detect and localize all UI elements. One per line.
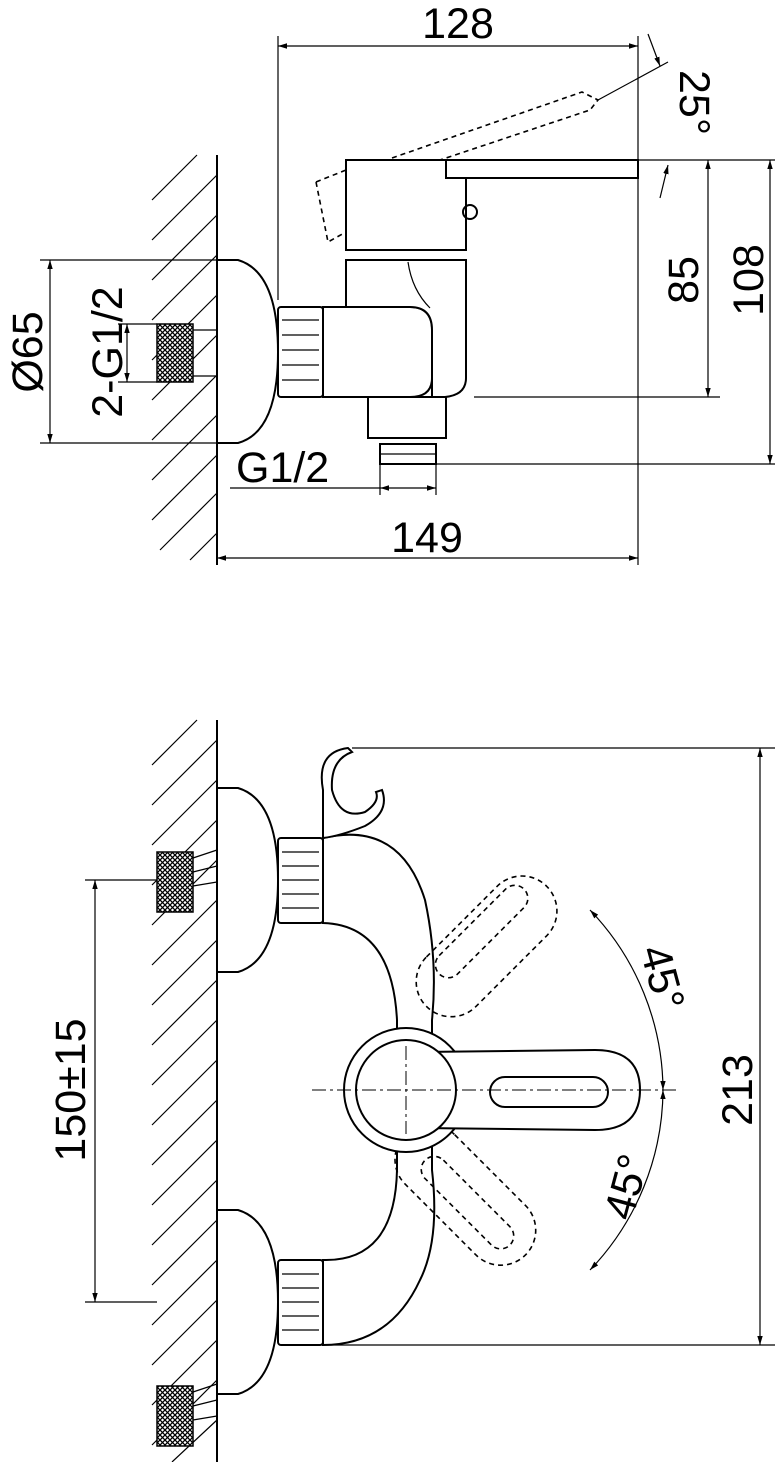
dim-outlet-thread-label: G1/2 bbox=[236, 444, 329, 492]
dim-213-label: 213 bbox=[714, 1054, 762, 1126]
front-view: 150±15 213 45° 45° bbox=[47, 719, 775, 1462]
dim-diameter-65: Ø65 bbox=[4, 259, 238, 444]
side-view: 128 25° 85 108 Ø65 bbox=[4, 0, 775, 565]
mixer-body-front bbox=[322, 833, 436, 1347]
dim-25-deg-label: 25° bbox=[670, 70, 718, 135]
dim-149: 149 bbox=[217, 178, 639, 565]
dim-128-label: 128 bbox=[422, 0, 494, 48]
mixer-body bbox=[322, 306, 433, 398]
dim-inlet-thread-label: 2-G1/2 bbox=[84, 286, 132, 417]
dim-150: 150±15 bbox=[47, 879, 157, 1303]
wall-thread-top bbox=[156, 323, 194, 383]
dim-150-label: 150±15 bbox=[47, 1018, 95, 1161]
lever-rotated-up bbox=[415, 875, 558, 1018]
wall-thread-lower bbox=[156, 1385, 194, 1447]
shower-holder-hook bbox=[320, 746, 385, 840]
dim-149-label: 149 bbox=[391, 514, 463, 562]
wall-flange bbox=[216, 259, 280, 444]
dim-128: 128 bbox=[277, 0, 639, 300]
dim-angle-top-label: 45° bbox=[630, 940, 693, 1015]
flange-upper bbox=[216, 787, 280, 973]
dim-outlet-thread: G1/2 bbox=[230, 444, 437, 495]
dim-108-label: 108 bbox=[725, 244, 773, 316]
dim-angle-bottom-label: 45° bbox=[595, 1149, 658, 1224]
flange-lower bbox=[216, 1209, 280, 1395]
outlet-spout bbox=[367, 396, 447, 439]
dim-108: 108 bbox=[436, 159, 775, 465]
dim-85-label: 85 bbox=[660, 256, 708, 304]
dim-213: 213 bbox=[323, 747, 775, 1346]
dim-diameter-65-label: Ø65 bbox=[4, 311, 52, 392]
mixer-cap bbox=[345, 159, 467, 251]
dim-inlet-thread: 2-G1/2 bbox=[84, 286, 157, 418]
wall-thread-upper bbox=[156, 851, 194, 913]
wall-hatch-bottom bbox=[151, 719, 218, 1462]
handle-lever bbox=[445, 159, 639, 179]
dim-25-deg: 25° bbox=[597, 33, 718, 199]
dim-85: 85 bbox=[474, 159, 720, 398]
